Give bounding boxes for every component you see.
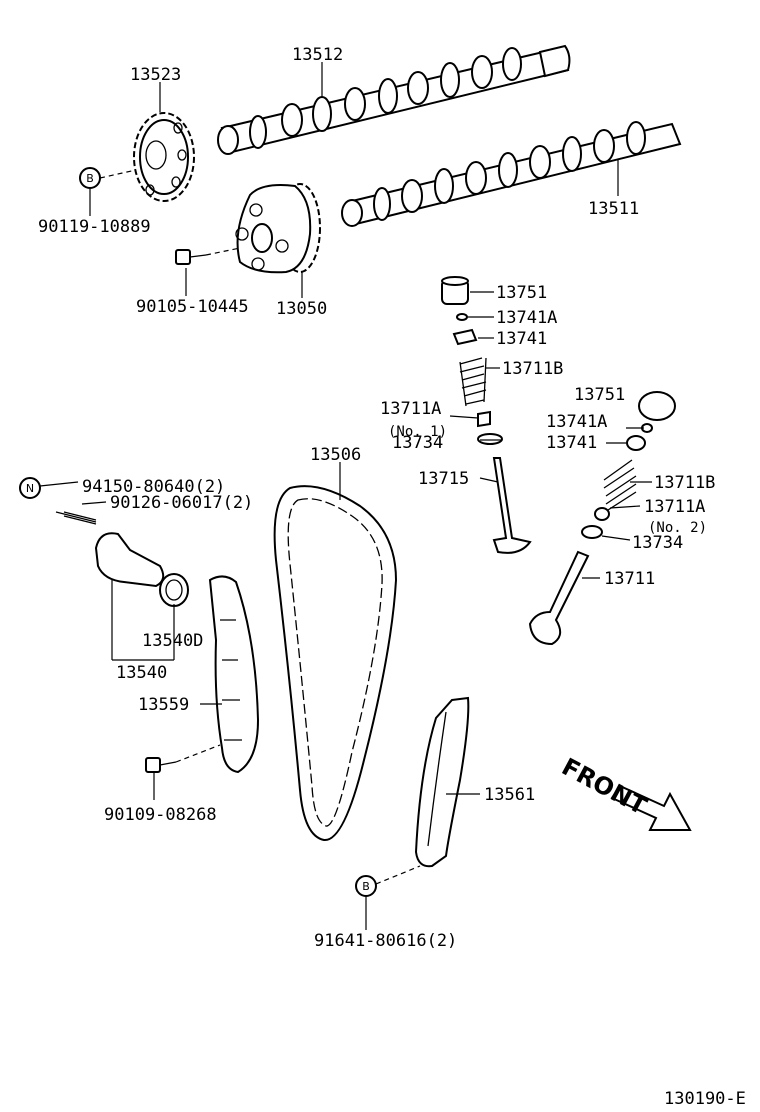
camshaft-13511: [341, 121, 682, 227]
label-13511: 13511: [588, 199, 639, 219]
bolt-90105-10445: [175, 247, 241, 265]
label-13741-b: 13741: [546, 433, 597, 453]
label-13741A-b: 13741A: [546, 412, 607, 432]
label-13711: 13711: [604, 569, 655, 589]
label-13540D: 13540D: [142, 631, 203, 651]
label-13734-a: 13734: [392, 433, 443, 453]
marker-b-lower-letter: B: [362, 880, 370, 893]
label-90105-10445: 90105-10445: [136, 297, 249, 317]
cam-sprocket-13523: [133, 112, 195, 202]
marker-n: N: [19, 477, 41, 499]
valve-train-no2: [528, 391, 676, 646]
valve-train-no1: [441, 276, 532, 554]
label-91641-80616: 91641-80616(2): [314, 931, 457, 951]
label-13741-a: 13741: [496, 329, 547, 349]
front-arrow: FRONT: [557, 753, 692, 831]
chain-guide-13559: [208, 575, 260, 774]
label-13751-a: 13751: [496, 283, 547, 303]
chain-slipper-13561: [414, 696, 470, 868]
label-13512: 13512: [292, 45, 343, 65]
label-13741A-a: 13741A: [496, 308, 557, 328]
label-90126-06017: 90126-06017(2): [110, 493, 253, 513]
label-90109-08268: 90109-08268: [104, 805, 217, 825]
figure-code: 130190-E: [664, 1089, 746, 1109]
front-label: FRONT: [557, 753, 652, 821]
label-13711B-a: 13711B: [502, 359, 563, 379]
label-13559: 13559: [138, 695, 189, 715]
label-13561: 13561: [484, 785, 535, 805]
bolt-90109-08268: [145, 744, 221, 773]
tensioner-13540: [55, 511, 189, 607]
timing-chain-13506: [273, 485, 398, 841]
marker-n-letter: N: [26, 482, 34, 495]
part-labels: 13523 13512 13511 90119-10889 90105-1044…: [38, 45, 746, 1109]
marker-b-upper-letter: B: [86, 172, 94, 185]
label-13711B-b: 13711B: [654, 473, 715, 493]
camshaft-13512: [217, 44, 571, 155]
label-13540: 13540: [116, 663, 167, 683]
label-no1: (No. 1): [388, 424, 447, 440]
label-13751-b: 13751: [574, 385, 625, 405]
label-no2: (No. 2): [648, 520, 707, 536]
vvt-gear-13050: [235, 183, 321, 274]
label-13506: 13506: [310, 445, 361, 465]
leader-lines: [39, 62, 652, 930]
label-13734-b: 13734: [632, 533, 683, 553]
label-90119-10889: 90119-10889: [38, 217, 151, 237]
label-13050: 13050: [276, 299, 327, 319]
label-13523: 13523: [130, 65, 181, 85]
label-13711A-b: 13711A: [644, 497, 705, 517]
marker-b-upper: B: [79, 167, 101, 189]
marker-b-lower: B: [355, 875, 377, 897]
label-13715: 13715: [418, 469, 469, 489]
label-94150-80640: 94150-80640(2): [82, 477, 225, 497]
label-13711A-a: 13711A: [380, 399, 441, 419]
